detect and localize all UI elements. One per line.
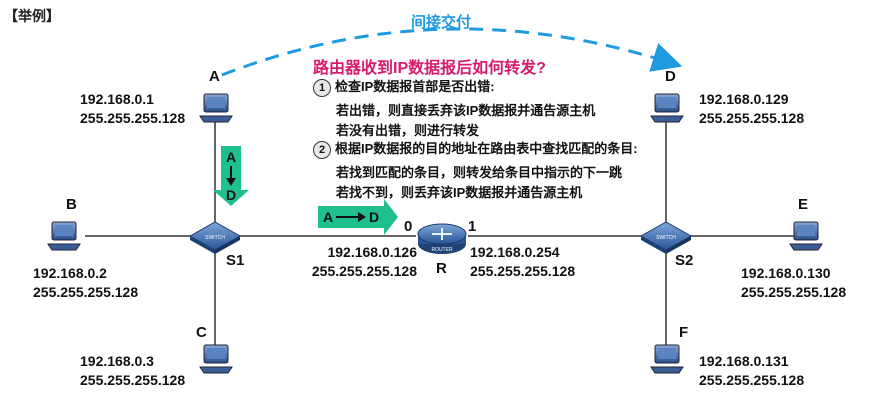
host-f-address: 192.168.0.131 255.255.255.128 (699, 352, 804, 390)
host-d-computer-icon (650, 93, 684, 123)
network-links (85, 118, 800, 348)
router-port-1-mask: 255.255.255.128 (470, 263, 576, 279)
router-port-0: 0 (404, 218, 413, 235)
host-a-address: 192.168.0.1 255.255.255.128 (80, 90, 185, 128)
host-f-label: F (679, 324, 689, 341)
packet-vertical-to: D (226, 187, 236, 203)
router-port-1-ip: 192.168.0.254 (470, 244, 560, 260)
host-e-computer-icon (789, 221, 823, 251)
packet-arrow-vertical: A D (213, 146, 249, 206)
host-e-mask: 255.255.255.128 (741, 284, 847, 300)
host-e-address: 192.168.0.130 255.255.255.128 (741, 264, 846, 302)
step-2: 2 根据IP数据报的目的地址在路由表中查找匹配的条目: (313, 140, 638, 159)
router-port-0-mask: 255.255.255.128 (311, 263, 417, 279)
host-d-address: 192.168.0.129 255.255.255.128 (699, 90, 804, 128)
switch-s1-device-text: SWITCH (205, 235, 225, 241)
router-port-1: 1 (468, 218, 477, 235)
switch-s1-icon: SWITCH (188, 221, 242, 254)
host-c-ip: 192.168.0.3 (80, 353, 154, 369)
host-d-label: D (665, 68, 676, 85)
host-b-address: 192.168.0.2 255.255.255.128 (33, 264, 138, 302)
step-1-sub-1: 若出错，则直接丢弃该IP数据报并通告源主机 (336, 103, 596, 118)
host-d-mask: 255.255.255.128 (699, 110, 805, 126)
host-d-ip: 192.168.0.129 (699, 91, 789, 107)
step-1: 1 检查IP数据报首部是否出错: (313, 78, 495, 97)
host-b-label: B (66, 196, 77, 213)
step-1-number: 1 (313, 78, 331, 97)
indirect-delivery-arc (221, 27, 683, 77)
packet-horizontal-to: D (369, 209, 379, 225)
step-2-sub-2: 若找不到，则丢弃该IP数据报并通告源主机 (336, 185, 583, 200)
router-port-0-address: 192.168.0.126 255.255.255.128 (311, 243, 417, 281)
switch-s1-label: S1 (226, 252, 245, 269)
packet-arrow-horizontal: A D (318, 199, 398, 235)
step-1-sub-2: 若没有出错，则进行转发 (336, 123, 480, 138)
host-c-address: 192.168.0.3 255.255.255.128 (80, 352, 185, 390)
step-2-text: 根据IP数据报的目的地址在路由表中查找匹配的条目: (335, 141, 638, 156)
switch-s2-device-text: SWITCH (656, 235, 676, 241)
indirect-delivery-label: 间接交付 (411, 14, 472, 31)
router-port-1-address: 192.168.0.254 255.255.255.128 (470, 243, 575, 281)
host-a-label: A (209, 68, 220, 85)
host-b-ip: 192.168.0.2 (33, 265, 107, 281)
host-e-ip: 192.168.0.130 (741, 265, 831, 281)
packet-horizontal-from: A (323, 209, 333, 225)
host-b-mask: 255.255.255.128 (33, 284, 139, 300)
host-f-ip: 192.168.0.131 (699, 353, 789, 369)
page-title: 【举例】 (4, 8, 60, 24)
host-c-computer-icon (199, 344, 233, 374)
question-heading: 路由器收到IP数据报后如何转发? (313, 60, 546, 77)
host-c-mask: 255.255.255.128 (80, 372, 186, 388)
host-b-computer-icon (47, 221, 81, 251)
router-label: R (436, 260, 447, 277)
host-a-mask: 255.255.255.128 (80, 110, 186, 126)
step-2-sub-1: 若找到匹配的条目，则转发给条目中指示的下一跳 (336, 165, 623, 180)
host-e-label: E (798, 196, 809, 213)
switch-s2-label: S2 (675, 252, 694, 269)
host-f-computer-icon (650, 344, 684, 374)
host-f-mask: 255.255.255.128 (699, 372, 805, 388)
step-1-text: 检查IP数据报首部是否出错: (335, 79, 495, 94)
router-port-0-ip: 192.168.0.126 (327, 244, 417, 260)
router-icon: ROUTER (417, 223, 467, 254)
switch-s2-icon: SWITCH (639, 221, 693, 254)
step-2-number: 2 (313, 140, 331, 159)
host-c-label: C (196, 324, 207, 341)
host-a-ip: 192.168.0.1 (80, 91, 154, 107)
router-device-text: ROUTER (431, 247, 453, 253)
host-a-computer-icon (199, 93, 233, 123)
packet-vertical-from: A (226, 149, 236, 165)
